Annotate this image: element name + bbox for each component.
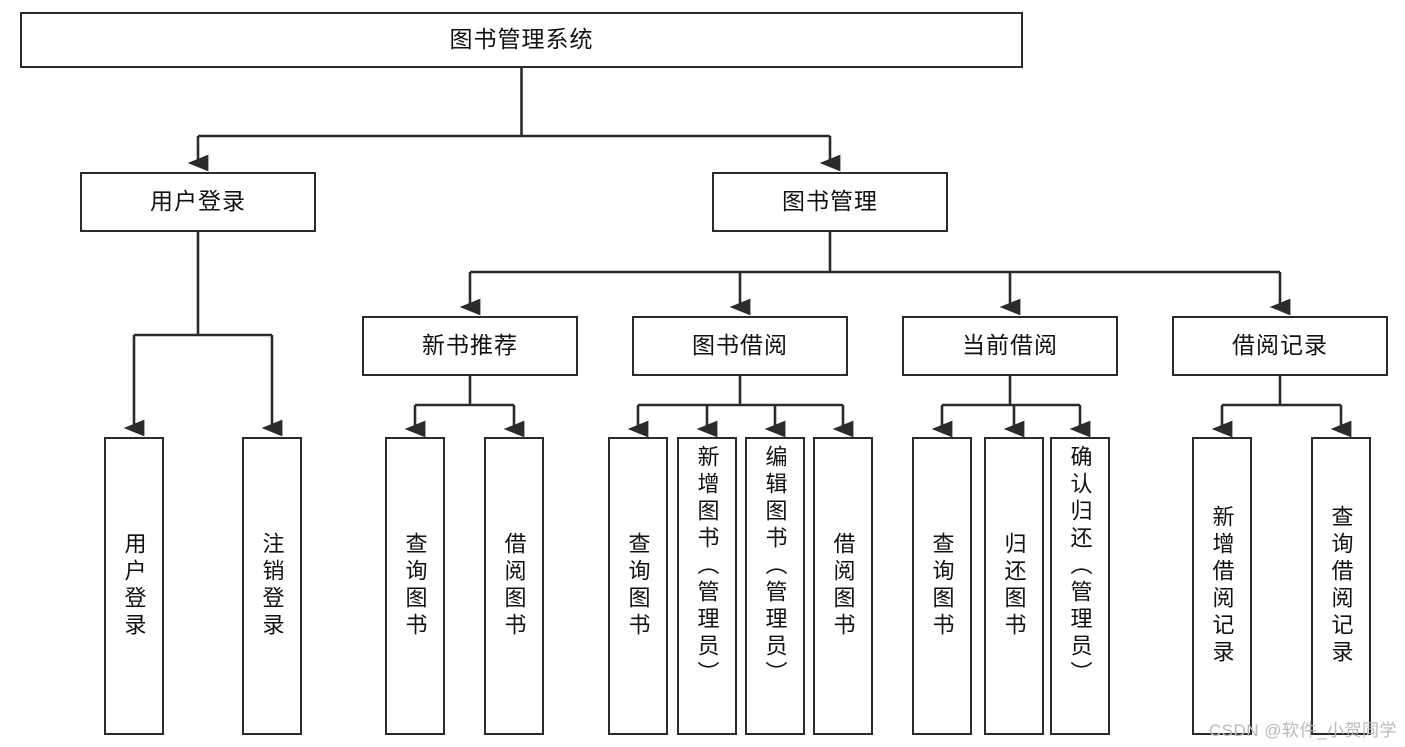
- node-leaf-add-book-admin[interactable]: 新增图书（管理员）: [677, 437, 737, 735]
- node-current-borrow-label: 当前借阅: [962, 332, 1058, 359]
- node-user-login-label: 用户登录: [150, 188, 246, 215]
- node-book-borrow-label: 图书借阅: [692, 332, 788, 359]
- node-leaf-logout[interactable]: 注销登录: [242, 437, 302, 735]
- watermark-text: CSDN @软件_小贺同学: [1208, 721, 1397, 740]
- node-user-login[interactable]: 用户登录: [80, 172, 316, 232]
- node-leaf-query-book-1-label: 查询图书: [402, 532, 428, 640]
- node-leaf-confirm-return-admin[interactable]: 确认归还（管理员）: [1050, 437, 1110, 735]
- node-leaf-user-login-label: 用户登录: [121, 532, 147, 640]
- node-new-book-recommend-label: 新书推荐: [422, 332, 518, 359]
- node-leaf-query-book-2-label: 查询图书: [625, 532, 651, 640]
- node-leaf-confirm-return-admin-label: 确认归还（管理员）: [1067, 445, 1093, 688]
- node-borrow-record-label: 借阅记录: [1232, 332, 1328, 359]
- node-leaf-add-borrow-record-label: 新增借阅记录: [1209, 505, 1235, 667]
- node-book-borrow[interactable]: 图书借阅: [632, 316, 848, 376]
- node-book-manage[interactable]: 图书管理: [712, 172, 948, 232]
- node-borrow-record[interactable]: 借阅记录: [1172, 316, 1388, 376]
- node-leaf-query-book-1[interactable]: 查询图书: [385, 437, 445, 735]
- node-leaf-query-borrow-record-label: 查询借阅记录: [1328, 505, 1354, 667]
- node-root-label: 图书管理系统: [449, 26, 594, 53]
- node-leaf-add-borrow-record[interactable]: 新增借阅记录: [1192, 437, 1252, 735]
- node-leaf-query-book-3[interactable]: 查询图书: [912, 437, 972, 735]
- node-current-borrow[interactable]: 当前借阅: [902, 316, 1118, 376]
- node-leaf-borrow-book-1-label: 借阅图书: [501, 532, 527, 640]
- node-leaf-borrow-book-2-label: 借阅图书: [830, 532, 856, 640]
- node-leaf-return-book-label: 归还图书: [1001, 532, 1027, 640]
- node-new-book-recommend[interactable]: 新书推荐: [362, 316, 578, 376]
- node-leaf-query-borrow-record[interactable]: 查询借阅记录: [1311, 437, 1371, 735]
- node-book-manage-label: 图书管理: [782, 188, 878, 215]
- node-leaf-query-book-3-label: 查询图书: [929, 532, 955, 640]
- node-leaf-query-book-2[interactable]: 查询图书: [608, 437, 668, 735]
- node-root[interactable]: 图书管理系统: [20, 12, 1023, 68]
- node-leaf-logout-label: 注销登录: [259, 532, 285, 640]
- node-leaf-add-book-admin-label: 新增图书（管理员）: [694, 445, 720, 688]
- node-leaf-user-login[interactable]: 用户登录: [104, 437, 164, 735]
- node-leaf-borrow-book-2[interactable]: 借阅图书: [813, 437, 873, 735]
- node-leaf-return-book[interactable]: 归还图书: [984, 437, 1044, 735]
- node-leaf-borrow-book-1[interactable]: 借阅图书: [484, 437, 544, 735]
- node-leaf-edit-book-admin-label: 编辑图书（管理员）: [762, 445, 788, 688]
- node-leaf-edit-book-admin[interactable]: 编辑图书（管理员）: [745, 437, 805, 735]
